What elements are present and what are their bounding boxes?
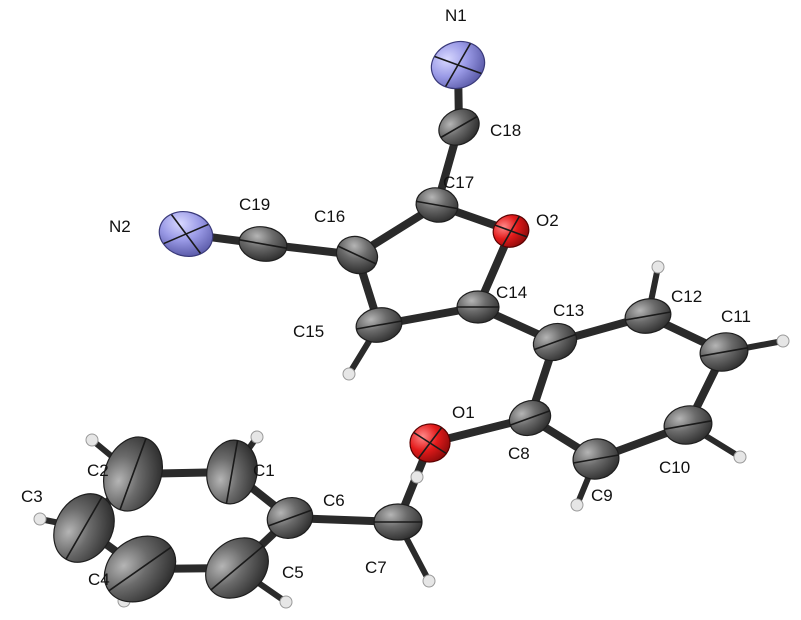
atom-O2 xyxy=(492,214,530,248)
atom-O1 xyxy=(409,423,451,463)
label-C15: C15 xyxy=(293,322,324,341)
atom-C14 xyxy=(456,290,500,324)
label-N1: N1 xyxy=(445,6,467,25)
hydrogen-atom xyxy=(422,574,436,588)
hydrogen-atom xyxy=(85,433,99,447)
hydrogen-atom xyxy=(776,334,790,348)
label-C18: C18 xyxy=(490,121,521,140)
hydrogen-atoms xyxy=(33,260,790,609)
hydrogen-atom xyxy=(33,512,47,526)
atom-C8 xyxy=(508,399,552,437)
atom-N1 xyxy=(430,40,486,90)
atom-C6 xyxy=(266,497,314,539)
hydrogen-atom xyxy=(570,498,584,512)
label-C19: C19 xyxy=(239,195,270,214)
atom-C2 xyxy=(103,436,163,512)
atom-C5 xyxy=(205,537,269,599)
label-C11: C11 xyxy=(721,307,751,326)
label-O2: O2 xyxy=(536,211,559,230)
hydrogen-atom xyxy=(651,260,665,274)
label-C1: C1 xyxy=(253,461,275,480)
label-C9: C9 xyxy=(591,486,613,505)
atom-C10 xyxy=(663,405,713,445)
atom-C17 xyxy=(415,187,459,223)
label-C5: C5 xyxy=(282,563,304,582)
atom-C11 xyxy=(699,332,749,372)
label-C3: C3 xyxy=(21,487,43,506)
label-C8: C8 xyxy=(508,444,530,463)
label-C4: C4 xyxy=(88,570,110,589)
atom-C9 xyxy=(572,438,620,480)
label-C6: C6 xyxy=(323,491,345,510)
label-O1: O1 xyxy=(452,403,475,422)
hydrogen-atom xyxy=(410,470,424,484)
atom-C12 xyxy=(624,298,672,334)
atom-C7 xyxy=(373,503,423,541)
hydrogen-atom xyxy=(250,430,264,444)
atom-C3 xyxy=(53,493,115,563)
label-N2: N2 xyxy=(109,217,131,236)
atom-C16 xyxy=(335,235,379,275)
atom-C4 xyxy=(103,535,177,603)
label-C16: C16 xyxy=(314,207,345,226)
label-C14: C14 xyxy=(496,283,527,302)
hydrogen-atom xyxy=(733,450,747,464)
heavy-atoms xyxy=(53,40,749,603)
label-C2: C2 xyxy=(87,461,109,480)
label-C12: C12 xyxy=(671,287,702,306)
atom-C1 xyxy=(206,439,258,505)
label-C7: C7 xyxy=(365,558,387,577)
atom-C15 xyxy=(355,307,403,343)
label-C10: C10 xyxy=(659,458,690,477)
hydrogen-atom xyxy=(279,595,293,609)
atom-labels: N1 C18 C17 O2 C16 C19 N2 C14 C13 C12 C11… xyxy=(21,6,751,589)
hydrogen-atom xyxy=(342,367,356,381)
atom-C18 xyxy=(438,108,480,146)
label-C13: C13 xyxy=(553,301,584,320)
label-C17: C17 xyxy=(443,173,474,192)
atom-N2 xyxy=(158,211,214,257)
atom-C19 xyxy=(238,226,288,262)
atom-C13 xyxy=(532,322,578,362)
